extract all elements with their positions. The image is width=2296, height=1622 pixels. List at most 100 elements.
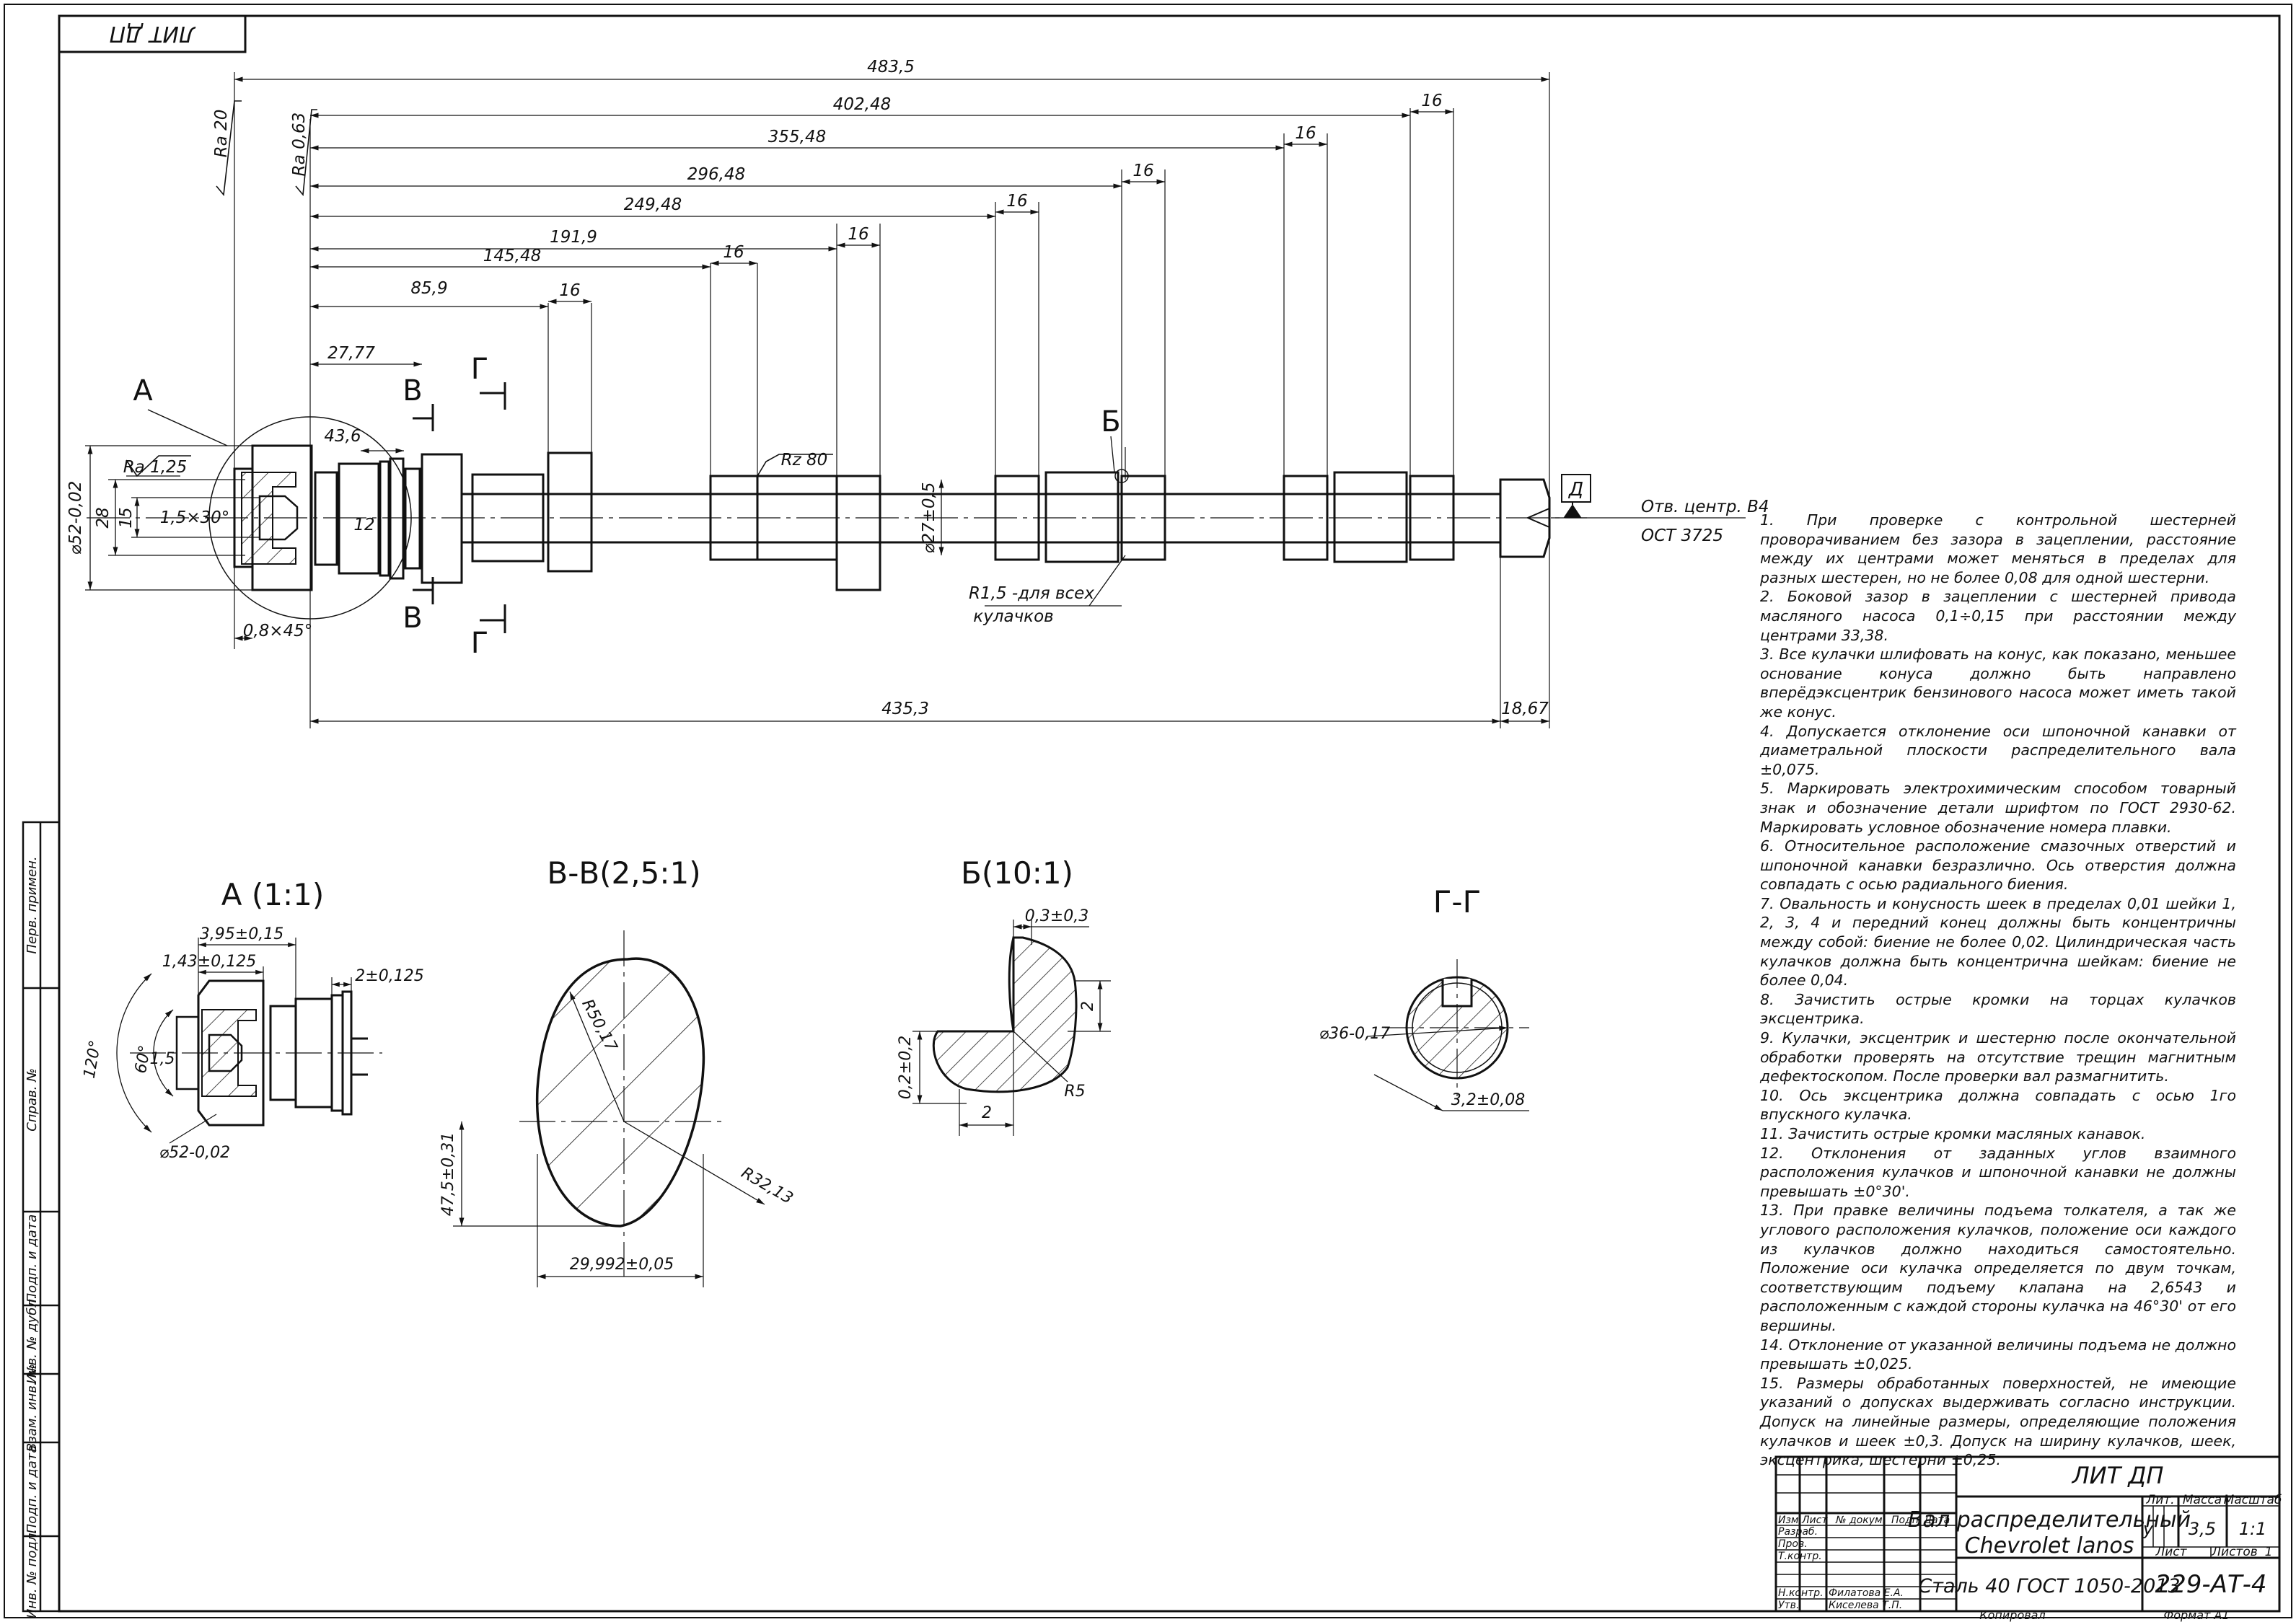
tb-sheets-h: Листов — [2211, 1545, 2258, 1559]
tb-name-utv: Киселева Т.П. — [1829, 1600, 1902, 1611]
section-vv-h: 47,5±0,31 — [439, 1132, 457, 1216]
top-stamp: ЛИТ ДП — [110, 21, 196, 46]
tb-col-list: Лист — [1801, 1515, 1828, 1526]
inner-frame — [58, 14, 2281, 1613]
tb-mass-h: Масса — [2183, 1493, 2222, 1507]
tb-name-nkontr: Филатова Е.А. — [1829, 1587, 1904, 1599]
section-vv-title: В-В(2,5:1) — [547, 855, 700, 891]
detail-a-dia: ⌀52-0,02 — [159, 1144, 230, 1162]
tb-mass: 3,5 — [2189, 1519, 2216, 1539]
note-11: 11. Зачистить острые кромки масляных кан… — [1760, 1125, 2146, 1142]
detail-b-r: R5 — [1064, 1083, 1085, 1101]
detail-a-d2: 1,43±0,125 — [162, 953, 256, 971]
dim-bottom-right: 18,67 — [1501, 700, 1549, 718]
top-stamp-box — [58, 14, 247, 53]
dim-chain-7: 85,9 — [410, 279, 447, 298]
side-stamp-4: Инв. № дубл. — [25, 1295, 40, 1383]
dim-chain-1: 402,48 — [833, 95, 891, 114]
dim-chain-5: 191,9 — [550, 228, 597, 247]
note-9: 9. Кулачки, эксцентрик и шестерню после … — [1760, 1029, 2236, 1085]
section-vv-w: 29,992±0,05 — [570, 1256, 674, 1274]
dim-cam-6: 16 — [723, 243, 744, 262]
dim-cam-3: 16 — [1132, 162, 1153, 180]
tb-row-nkontr: Н.контр. — [1778, 1587, 1824, 1599]
dim-43-6: 43,6 — [324, 427, 361, 446]
radius-note-line1: R1,5 -для всех — [969, 584, 1094, 603]
detail-a-d1: 3,95±0,15 — [200, 925, 283, 943]
technical-notes: 1. При проверке с контрольной шестерней … — [1760, 511, 2236, 1470]
tb-col-doc: № докум. — [1835, 1515, 1886, 1526]
tb-lit-h: Лит. — [2145, 1493, 2174, 1507]
dia-15: 15 — [117, 507, 136, 528]
radius-note-line2: кулачков — [973, 607, 1053, 626]
note-15: 15. Размеры обработанных поверхностей, н… — [1760, 1374, 2236, 1469]
chamfer-15: 1,5×30° — [160, 508, 230, 527]
tb-sheet-h: Лист — [2155, 1545, 2187, 1559]
main-dimension-text: 483,5 402,48 355,48 296,48 249,48 191,9 … — [160, 58, 1549, 718]
detail-b-d3: 0,2±0,2 — [897, 1036, 915, 1099]
datum-box — [1561, 474, 1591, 503]
detail-b-section — [932, 936, 1078, 1093]
section-markers — [413, 382, 506, 633]
note-3: 3. Все кулачки шлифовать на конус, как п… — [1760, 645, 2236, 720]
detail-b-d4: 2 — [982, 1104, 992, 1122]
roughness-ra063: Ra 0,63 — [290, 113, 309, 177]
roughness-marks — [126, 100, 833, 477]
detail-b-d1: 0,3±0,3 — [1025, 907, 1088, 925]
side-stamp-6: Подп. и дата — [25, 1445, 40, 1534]
tb-format: Формат А1 — [2163, 1608, 2229, 1622]
dim-cam-1: 16 — [1421, 92, 1442, 110]
dim-cam-4: 16 — [1006, 192, 1027, 211]
dia-28: 28 — [94, 507, 113, 528]
label-g-bottom: Г — [471, 627, 488, 660]
tb-lit: у — [2142, 1519, 2154, 1539]
dim-chain-3: 296,48 — [687, 165, 745, 184]
dia-52: ⌀52-0,02 — [66, 481, 85, 555]
outer-frame — [4, 4, 2292, 1618]
detail-b-d2: 2 — [1079, 1001, 1097, 1011]
tb-scale-h: Масштаб — [2224, 1493, 2282, 1507]
title-block-text: ЛИТ ДП Вал распределительный Chevrolet l… — [1778, 1462, 2282, 1622]
detail-a-title: А (1:1) — [221, 877, 324, 912]
side-stamp-3: Подп. и дата — [25, 1215, 40, 1303]
title-block — [1774, 1455, 2281, 1613]
side-stamp-1: Перв. примен. — [25, 856, 40, 953]
note-12: 12. Отклонения от заданных углов взаимно… — [1760, 1144, 2236, 1200]
tb-org: ЛИТ ДП — [2072, 1462, 2164, 1489]
label-a: А — [133, 374, 153, 407]
label-g-top: Г — [471, 353, 488, 386]
tb-copied: Копировал — [1979, 1608, 2045, 1622]
section-gg-w: 3,2±0,08 — [1451, 1091, 1525, 1109]
section-gg-dia: ⌀36-0,17 — [1319, 1025, 1390, 1043]
chamfer-08: 0,8×45° — [243, 622, 313, 640]
detail-a-d3: 2±0,125 — [355, 967, 423, 985]
roughness-ra20: Ra 20 — [212, 110, 231, 158]
center-hole-line2: ОСТ 3725 — [1641, 526, 1723, 545]
section-gg-title: Г-Г — [1433, 884, 1481, 920]
dim-cam-2: 16 — [1295, 124, 1316, 143]
note-6: 6. Относительное расположение смазочных … — [1760, 837, 2236, 894]
dimension-lines — [234, 76, 1549, 724]
dim-chain-6: 145,48 — [483, 247, 541, 265]
tb-row-utv: Утв. — [1778, 1600, 1799, 1611]
section-vv-r2: R32,13 — [738, 1164, 796, 1208]
tb-code: 229-АТ-4 — [2155, 1570, 2266, 1599]
dim-cam-5: 16 — [848, 225, 868, 244]
note-14: 14. Отклонение от указанной величины под… — [1760, 1336, 2236, 1373]
side-stamp-5: Взам. инв. № — [25, 1364, 40, 1452]
side-stamp-2: Справ. № — [25, 1068, 40, 1132]
detail-a-d15: 1,5 — [150, 1050, 175, 1068]
center-hole-line1: Отв. центр. В4 — [1641, 498, 1769, 516]
note-7: 7. Овальность и конусность шеек в предел… — [1760, 894, 2236, 989]
detail-a-a120: 120° — [81, 1039, 105, 1080]
note-5: 5. Маркировать электрохимическим способо… — [1760, 780, 2236, 836]
tb-row-prov: Пров. — [1778, 1538, 1808, 1550]
dim-cam-7: 16 — [559, 281, 580, 300]
dim-overall: 483,5 — [867, 58, 915, 76]
label-v-bottom: В — [403, 601, 422, 635]
dim-chain-8: 27,77 — [327, 344, 375, 363]
tb-row-razrab: Разраб. — [1778, 1526, 1818, 1538]
label-b: Б — [1101, 405, 1120, 438]
dim-chain-2: 355,48 — [768, 128, 826, 146]
